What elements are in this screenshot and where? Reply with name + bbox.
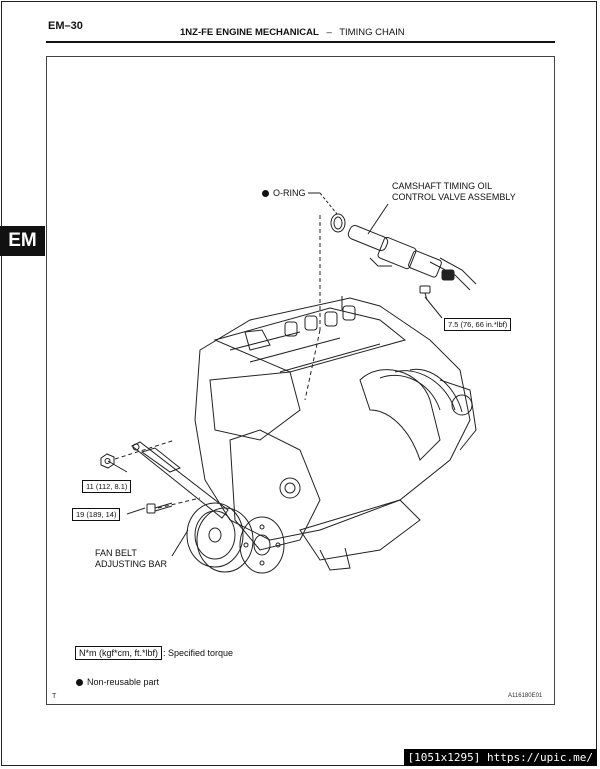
fan-belt-label: FAN BELT ADJUSTING BAR: [95, 548, 168, 569]
engine-block: [194, 296, 477, 571]
figure-frame: [46, 56, 555, 705]
camshaft-valve-label: CAMSHAFT TIMING OIL CONTROL VALVE ASSEMB…: [392, 181, 516, 202]
water-pump-pulley-part: [239, 516, 285, 574]
valve-bolt-part: [419, 285, 431, 301]
header-title: 1NZ-FE ENGINE MECHANICAL – TIMING CHAIN: [180, 27, 405, 38]
corner-mark: T: [52, 693, 57, 700]
bolt-part: [146, 502, 173, 514]
torque-unit-description: : Specified torque: [163, 648, 234, 658]
fan-belt-adjusting-bar-part: [131, 441, 229, 519]
header-rule: [46, 41, 555, 43]
figure-id: A116180E01: [508, 693, 543, 699]
valve-leader: [367, 203, 389, 235]
torque-unit-legend: N*m (kgf*cm, ft.*lbf): [75, 646, 163, 660]
title-separator: –: [326, 27, 332, 38]
non-reusable-legend: Non-reusable part: [76, 677, 159, 688]
section-tab[interactable]: EM: [0, 226, 45, 256]
non-reusable-dot-icon: [262, 190, 269, 197]
fan-bar-leader: [171, 529, 189, 557]
torque-nut: 11 (112, 8.1): [82, 480, 132, 493]
nut-leader: [107, 460, 128, 473]
section-title: 1NZ-FE ENGINE MECHANICAL: [180, 27, 319, 38]
crank-pulley-part: [186, 502, 254, 573]
torque-bolt: 19 (189, 14): [72, 508, 121, 521]
o-ring-label: O-RING: [262, 188, 306, 199]
image-size-watermark: [1051x1295] https://upic.me/: [403, 749, 597, 766]
o-ring-part: [330, 213, 346, 233]
o-ring-leader-dashed: [319, 192, 338, 215]
oil-control-valve-part: [347, 225, 477, 291]
nut-part: [100, 453, 115, 469]
non-reusable-dot-icon: [76, 679, 83, 686]
page-id: EM–30: [48, 20, 83, 32]
section-subtitle: TIMING CHAIN: [339, 27, 405, 38]
bolt-leader: [424, 296, 443, 319]
torque-valve-bolt: 7.5 (76, 66 in.*lbf): [444, 318, 512, 331]
bolt-19-leader: [126, 507, 146, 515]
